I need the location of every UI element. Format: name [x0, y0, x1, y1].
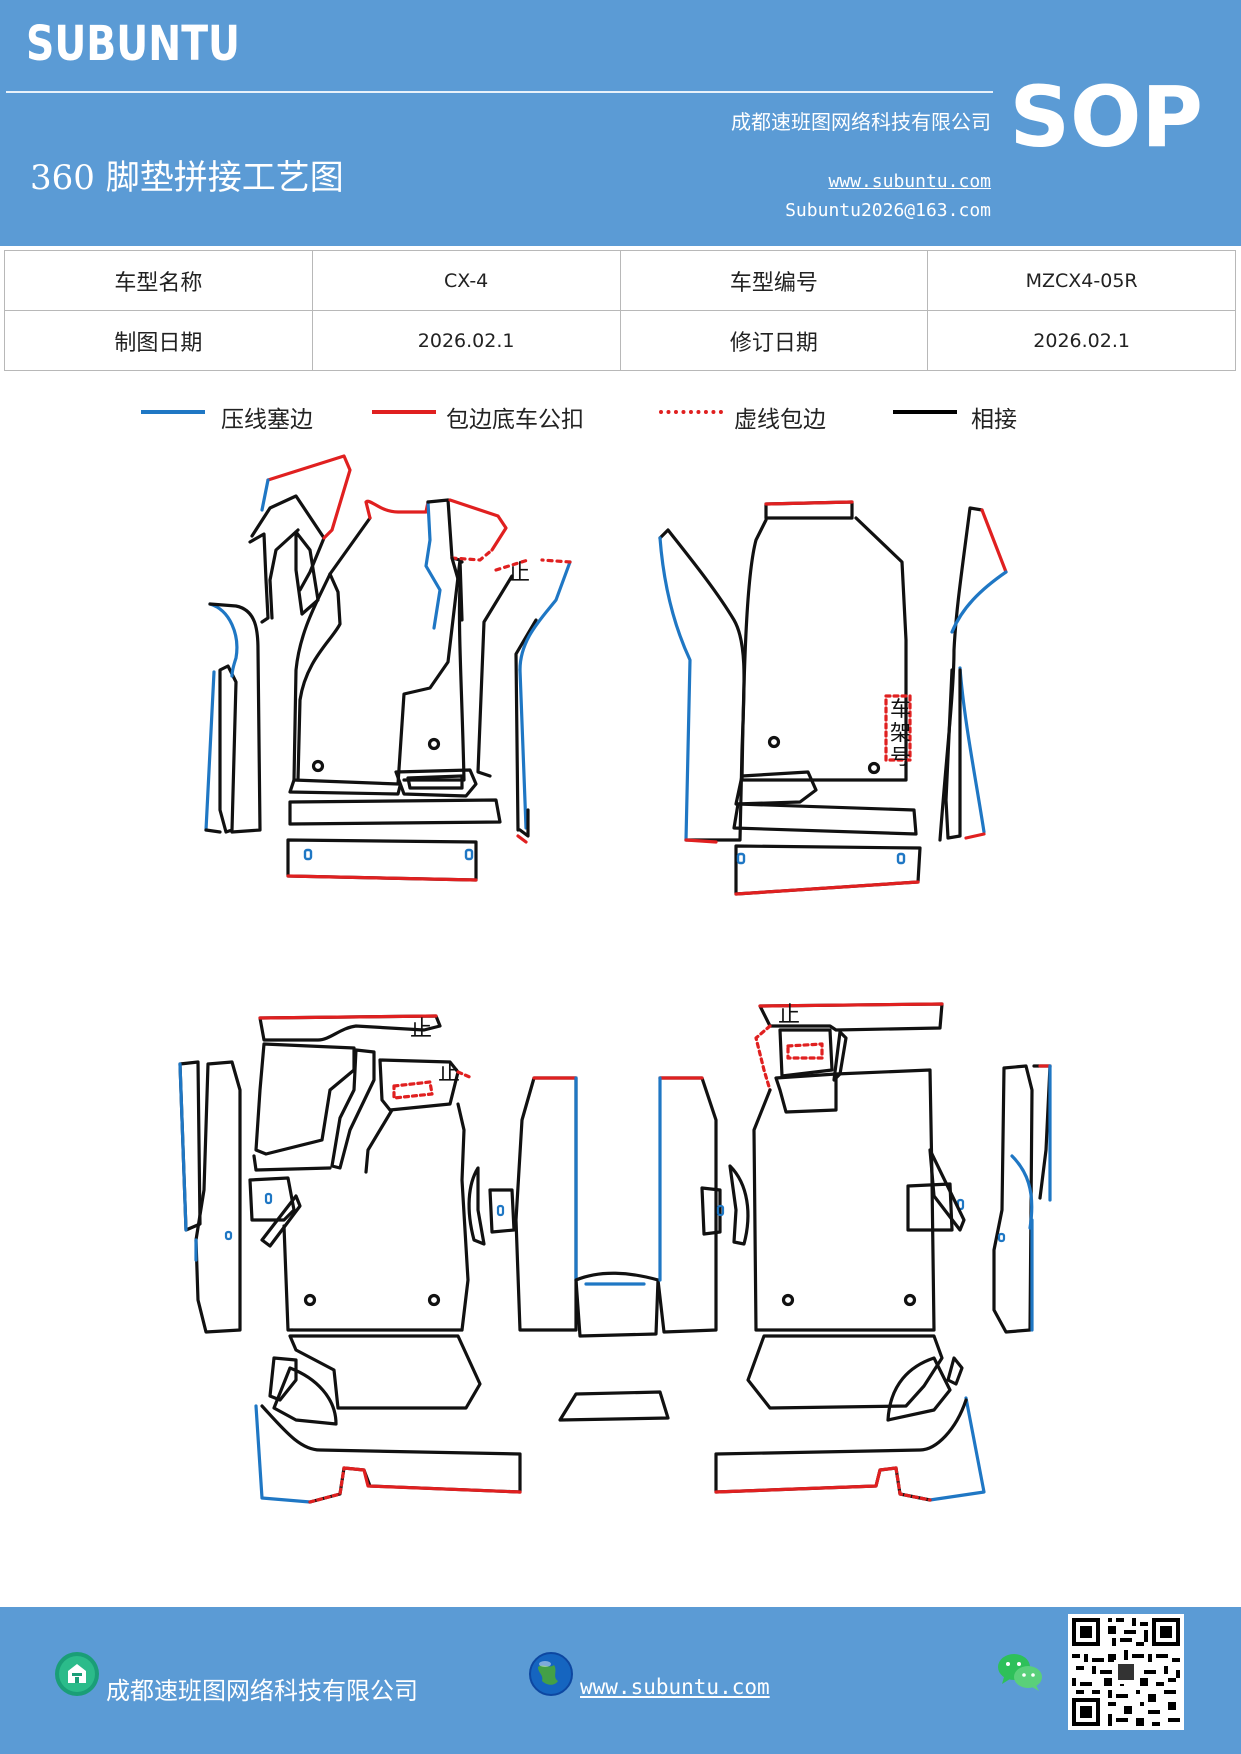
draw-date-label: 制图日期	[4, 310, 313, 371]
page-title: 360 脚垫拼接工艺图	[30, 158, 344, 198]
footer-website-link[interactable]: www.subuntu.com	[580, 1675, 770, 1699]
stop-label: 止	[508, 561, 530, 586]
model-name-value: CX-4	[311, 250, 621, 311]
header: SUBUNTU 成都速班图网络科技有限公司 360 脚垫拼接工艺图 www.su…	[0, 0, 1241, 246]
line-legend: 压线塞边 包边底车公扣 虚线包边 相接	[0, 396, 1241, 436]
model-code-value: MZCX4-05R	[927, 250, 1236, 311]
globe-icon	[529, 1652, 573, 1696]
legend-label: 虚线包边	[734, 407, 826, 433]
draw-date-value: 2026.02.1	[311, 310, 621, 371]
stop-label: 止	[410, 1017, 432, 1042]
rear-right-mat-set: 止	[700, 1002, 1052, 1502]
revision-date-value: 2026.02.1	[927, 310, 1236, 371]
floor-mat-diagram: 止 车 架 号	[178, 454, 1052, 1504]
front-left-mat-set: 止	[204, 454, 572, 882]
revision-date-label: 修订日期	[619, 310, 929, 371]
legend-label: 包边底车公扣	[446, 407, 584, 433]
legend-label: 压线塞边	[221, 407, 313, 433]
legend-label: 相接	[971, 407, 1017, 433]
frame-number-label-3: 号	[890, 745, 911, 769]
email-address: Subuntu2026@163.com	[785, 200, 991, 221]
qr-code	[1068, 1614, 1184, 1730]
header-divider	[6, 91, 993, 93]
doc-type-label: SOP	[1009, 68, 1203, 166]
stop-label: 止	[778, 1003, 800, 1028]
website-link[interactable]: www.subuntu.com	[828, 171, 991, 192]
company-name: 成都速班图网络科技有限公司	[731, 110, 991, 134]
stop-label: 止	[438, 1061, 460, 1086]
company-icon	[55, 1652, 99, 1696]
model-code-label: 车型编号	[619, 250, 929, 311]
vehicle-info-table: 车型名称 CX-4 车型编号 MZCX4-05R 制图日期 2026.02.1 …	[4, 250, 1236, 371]
legend-swatch	[372, 410, 436, 414]
legend-swatch	[141, 410, 205, 414]
legend-swatch	[659, 410, 723, 414]
model-name-label: 车型名称	[4, 250, 313, 311]
wechat-icon[interactable]	[996, 1651, 1044, 1693]
frame-number-label-2: 架	[890, 721, 911, 745]
table-row: 制图日期 2026.02.1 修订日期 2026.02.1	[4, 310, 1236, 371]
frame-number-label-1: 车	[890, 697, 911, 721]
rear-left-mat-set: 止 止	[178, 1014, 718, 1504]
brand-logo: SUBUNTU	[26, 16, 241, 72]
table-row: 车型名称 CX-4 车型编号 MZCX4-05R	[4, 250, 1236, 311]
front-right-mat-set: 车 架 号	[658, 500, 1008, 896]
footer: 成都速班图网络科技有限公司 www.subuntu.com	[0, 1607, 1241, 1754]
legend-swatch	[893, 410, 957, 414]
footer-company-name: 成都速班图网络科技有限公司	[106, 1677, 418, 1705]
